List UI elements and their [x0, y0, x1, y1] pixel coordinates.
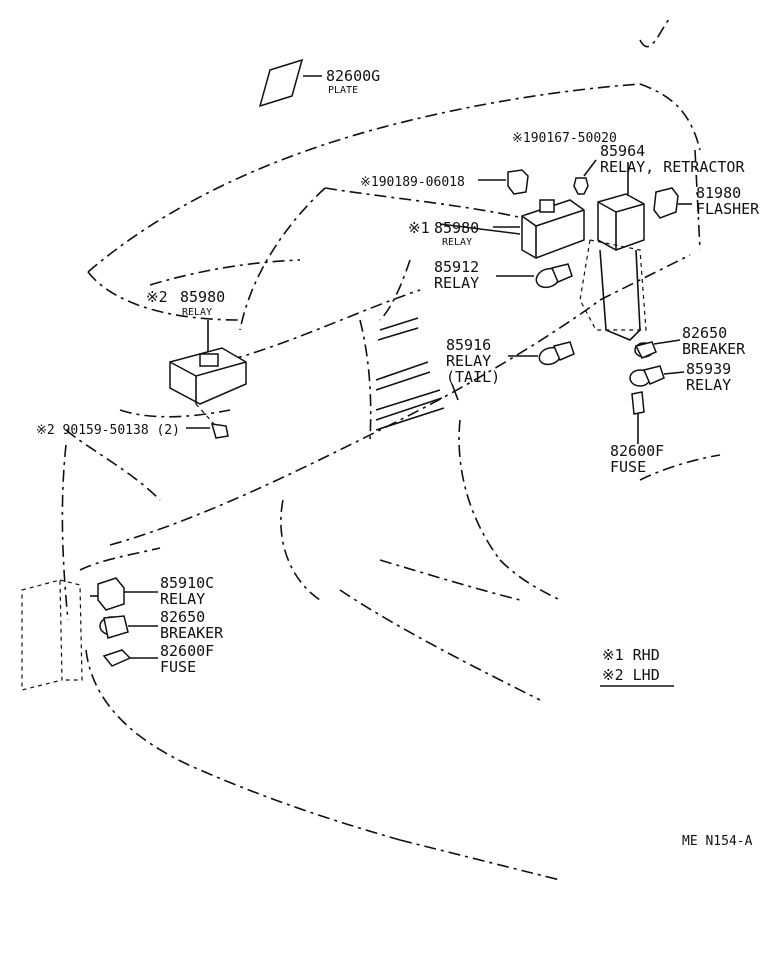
label-185980-name: RELAY: [442, 237, 472, 248]
label-85910c-number: 85910C: [160, 574, 214, 592]
label-82600f-a-name: FUSE: [610, 458, 646, 476]
label-85939-number: 85939: [686, 360, 731, 378]
plate-82600g: [258, 58, 322, 108]
vent-louvers: [375, 317, 445, 431]
label-81980-number: 81980: [696, 184, 741, 202]
label-85910c-name: RELAY: [160, 590, 205, 608]
label-82650b-number: 82650: [160, 608, 205, 626]
label-185980-number: 85980: [434, 219, 479, 237]
label-82650a-number: 82650: [682, 324, 727, 342]
breaker-82650-right: [634, 339, 681, 359]
clip-190189: [478, 169, 529, 195]
label-82600f-b-number: 82600F: [160, 642, 214, 660]
breaker-82650-left: [99, 615, 158, 639]
label-85916-sub: (TAIL): [446, 368, 500, 386]
label-82650b-name: BREAKER: [160, 624, 224, 642]
label-81980-name: FLASHER: [696, 200, 760, 218]
label-190167-number: ※190167-50020: [512, 131, 617, 146]
label-285980-name: RELAY: [182, 307, 212, 318]
label-85964-name: RELAY, RETRACTOR: [600, 158, 745, 176]
label-82600f-b-name: FUSE: [160, 658, 196, 676]
label-85916-number: 85916: [446, 336, 491, 354]
relay-85912: [496, 263, 573, 289]
flasher-81980: [653, 187, 692, 219]
bolt-90159: [186, 423, 229, 439]
label-82650a-name: BREAKER: [682, 340, 746, 358]
relay-85910c: [90, 577, 158, 611]
relay-185980: [493, 199, 585, 259]
label-285980-mark: ※2: [146, 288, 168, 306]
label-85964-number: 85964: [600, 142, 645, 160]
relay-285980: [169, 320, 247, 425]
lower-left-panel: [21, 579, 83, 691]
relay-85939: [629, 365, 685, 387]
relay-bracket: [579, 239, 647, 341]
label-85916-name: RELAY: [446, 352, 491, 370]
relay-retractor-85964: [597, 162, 645, 251]
fuse-82600f-left: [102, 649, 158, 667]
figure-code: ME N154-A: [682, 834, 753, 849]
label-85912-name: RELAY: [434, 274, 479, 292]
label-285980-number: 85980: [180, 288, 225, 306]
label-190189-number: ※190189-06018: [360, 175, 465, 190]
screw-190167: [573, 159, 597, 195]
label-85912-number: 85912: [434, 258, 479, 276]
label-82600g-name: PLATE: [328, 85, 358, 96]
label-82600g-number: 82600G: [326, 67, 380, 85]
dashboard-outline: [61, 17, 721, 881]
fuse-82600f-right: [631, 391, 645, 444]
legend-rhd: ※1 RHD: [602, 646, 660, 664]
label-85939-name: RELAY: [686, 376, 731, 394]
label-185980-mark: ※1: [408, 219, 430, 237]
legend-lhd: ※2 LHD: [602, 666, 660, 684]
label-290159-number: ※2 90159-50138 (2): [36, 423, 180, 438]
relay-tail-85916: [508, 341, 575, 366]
label-82600f-a-number: 82600F: [610, 442, 664, 460]
